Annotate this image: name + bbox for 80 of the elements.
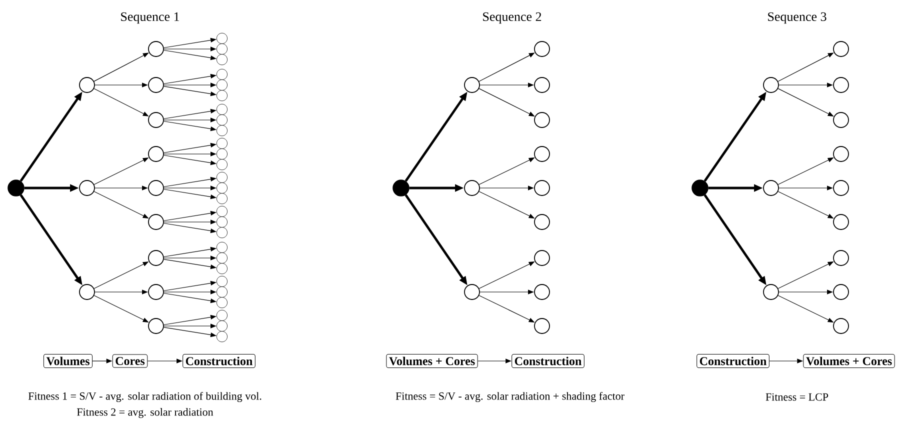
circle-node — [534, 112, 550, 128]
step-box: Cores — [112, 354, 148, 368]
circle-node — [763, 284, 779, 300]
circle-node — [148, 180, 164, 196]
circle-node — [464, 77, 480, 93]
step-box: Construction — [696, 354, 770, 368]
circle-node — [216, 44, 228, 54]
circle-node — [216, 310, 228, 321]
sequence-title: Sequence 2 — [483, 12, 542, 24]
circle-node — [833, 146, 849, 162]
circle-node — [216, 114, 228, 126]
circle-node — [216, 90, 228, 102]
circle-node — [833, 318, 849, 334]
step-box: Construction — [512, 354, 584, 368]
circle-node — [216, 242, 228, 253]
fitness-formula: Fitness 2 = avg. solar radiation — [77, 408, 214, 418]
circle-node — [216, 331, 228, 342]
circle-node — [216, 32, 228, 44]
circle-node — [534, 180, 550, 196]
circle-node — [534, 214, 550, 230]
step-box: Volumes + Cores — [386, 354, 478, 368]
circle-node — [216, 206, 228, 217]
step-box: Construction — [182, 354, 256, 368]
fitness-formula: Fitness 1 = S/V - avg. solar radiation of building vol. — [28, 392, 262, 402]
circle-node — [833, 284, 849, 300]
circle-node — [216, 104, 228, 115]
circle-node — [763, 77, 779, 93]
circle-node — [216, 252, 228, 264]
circle-node — [216, 276, 228, 287]
circle-node — [216, 193, 228, 204]
circle-node — [216, 216, 228, 228]
step-box: Volumes — [43, 354, 93, 368]
circle-node — [148, 214, 164, 230]
circle-node — [534, 146, 550, 162]
sequence-title: Sequence 3 — [768, 12, 826, 24]
circle-node — [79, 77, 95, 93]
circle-node — [216, 148, 228, 160]
circle-node — [216, 54, 228, 66]
sequence-title: Sequence 1 — [121, 12, 179, 24]
fitness-formula: Fitness = LCP — [766, 393, 828, 401]
fitness-formula: Fitness = S/V - avg. solar radiation + shading factor — [396, 392, 624, 402]
circle-node — [534, 41, 550, 57]
circle-node — [216, 159, 228, 170]
root-dot — [692, 180, 708, 196]
circle-node — [148, 77, 164, 93]
circle-node — [216, 320, 228, 332]
circle-node — [79, 284, 95, 300]
circle-node — [216, 297, 228, 308]
circle-node — [148, 112, 164, 128]
circle-node — [216, 138, 228, 149]
circle-node — [216, 68, 228, 80]
circle-node — [79, 180, 95, 196]
circle-node — [216, 263, 228, 274]
circle-node — [148, 284, 164, 300]
circle-node — [464, 180, 480, 196]
circle-node — [833, 180, 849, 196]
circle-node — [833, 214, 849, 230]
circle-node — [148, 318, 164, 334]
circle-node — [216, 286, 228, 298]
circle-node — [216, 227, 228, 238]
circle-node — [148, 250, 164, 266]
step-box: Volumes + Cores — [803, 354, 895, 368]
circle-node — [148, 146, 164, 162]
circle-node — [216, 80, 228, 90]
circle-node — [216, 125, 228, 136]
circle-node — [833, 77, 849, 93]
circle-node — [833, 250, 849, 266]
circle-node — [464, 284, 480, 300]
circle-node — [216, 182, 228, 194]
root-dot — [8, 180, 24, 196]
circle-node — [763, 180, 779, 196]
circle-node — [534, 284, 550, 300]
root-dot — [392, 180, 410, 196]
circle-node — [833, 112, 849, 128]
circle-node — [534, 318, 550, 334]
circle-node — [833, 41, 849, 57]
circle-node — [534, 77, 550, 93]
circle-node — [534, 250, 550, 266]
circle-node — [216, 172, 228, 183]
circle-node — [148, 41, 164, 57]
